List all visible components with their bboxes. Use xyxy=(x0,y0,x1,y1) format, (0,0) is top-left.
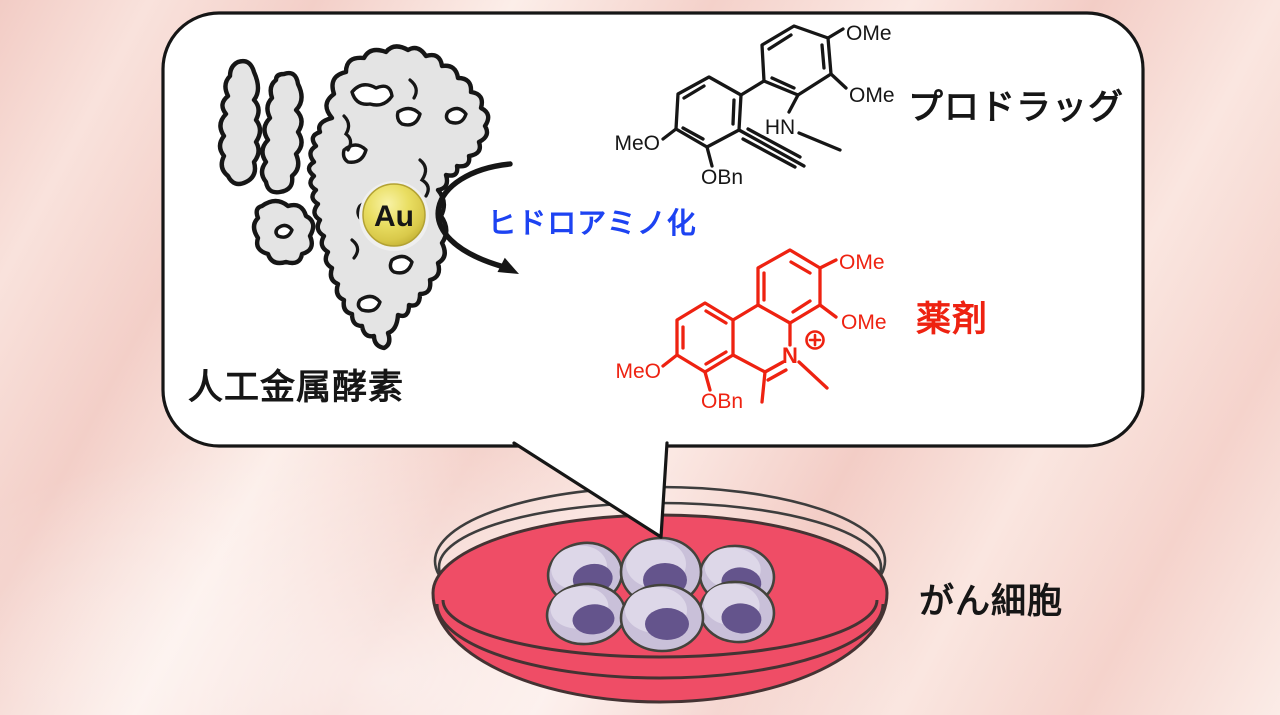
gold-atom-symbol: Au xyxy=(374,200,414,233)
obn-label: OBn xyxy=(701,390,743,413)
reaction-arrow xyxy=(435,161,519,274)
dish-base-line-inner xyxy=(441,599,879,659)
ome-label: OMe xyxy=(841,311,887,334)
metalloenzyme: Au 人工金属酵素 xyxy=(188,44,491,407)
protein-finger xyxy=(259,70,304,195)
dish-rim-lines xyxy=(435,599,885,680)
meo-label: MeO xyxy=(614,132,660,155)
cancer-cells xyxy=(545,536,776,653)
petri-dish xyxy=(431,485,889,704)
drug-structure: OMe OMe MeO OBn N 薬剤 xyxy=(615,248,988,413)
bubble-tail-outline xyxy=(512,441,669,539)
ome-label: OMe xyxy=(839,251,885,274)
arrow-head xyxy=(497,257,519,274)
n-methyl-bond xyxy=(797,360,829,390)
prodrug-label: プロドラッグ xyxy=(908,88,1124,127)
gold-atom: Au xyxy=(359,181,429,251)
obn-label: OBn xyxy=(701,166,743,189)
ome-label: OMe xyxy=(846,22,892,45)
cell xyxy=(545,582,627,646)
amine-label: HN xyxy=(765,116,795,139)
prodrug-bonds xyxy=(661,24,848,169)
prodrug-atom-labels: OMe OMe HN MeO OBn xyxy=(614,22,894,189)
nitrogen-label: N xyxy=(782,343,798,368)
alkyne-triple-bond xyxy=(737,127,806,169)
methyl-bond xyxy=(760,370,767,404)
cell xyxy=(698,580,776,644)
drug-bonds xyxy=(661,248,838,404)
gold-atom-sphere xyxy=(362,183,426,247)
ring-fusion-bond xyxy=(731,303,760,322)
plus-charge-icon xyxy=(805,330,825,350)
cell xyxy=(619,583,705,653)
drug-atom-labels: OMe OMe MeO OBn N xyxy=(615,251,886,413)
dish-base-line-outer xyxy=(435,603,885,680)
drug-label: 薬剤 xyxy=(916,300,988,339)
cancer-cells-label: がん細胞 xyxy=(919,582,1063,621)
arrow-curve xyxy=(435,161,513,270)
prodrug-structure: OMe OMe HN MeO OBn プロドラッグ xyxy=(614,22,1124,189)
biphenyl-bond xyxy=(739,79,766,97)
reaction-label: ヒドロアミノ化 xyxy=(487,207,696,240)
protein-finger xyxy=(217,58,263,187)
enzyme-label: 人工金属酵素 xyxy=(188,367,404,407)
meo-label: MeO xyxy=(615,360,661,383)
ome-label: OMe xyxy=(849,84,895,107)
